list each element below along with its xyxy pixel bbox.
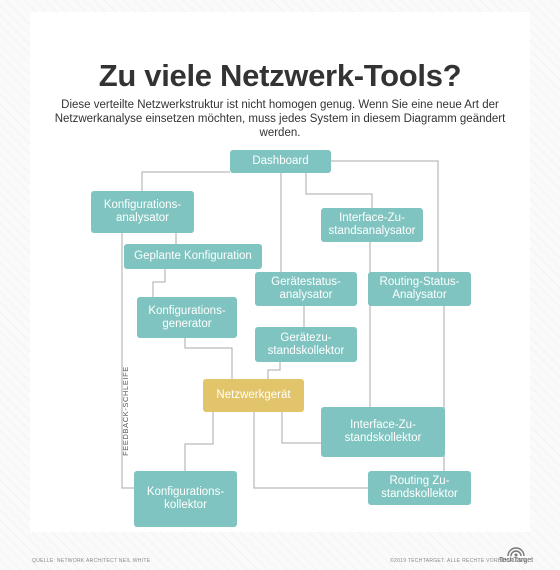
logo-wordmark: TechTarget (498, 557, 534, 564)
edge-dashboard-routing-analysator (331, 160, 439, 272)
edge-dashboard-konfig-analysator (141, 171, 230, 191)
techtarget-logo-icon (507, 547, 525, 557)
edge-netzwerkgeraet-konfig-kollektor (184, 412, 214, 471)
feedback-loop-label: FEEDBACK-SCHLEIFE (121, 366, 130, 456)
node-netzwerkgeraet: Netzwerkgerät (203, 379, 304, 412)
node-geraetezustandskollektor: Gerätezu- standskollektor (255, 327, 357, 362)
page-subtitle: Diese verteilte Netzwerkstruktur ist nic… (54, 99, 506, 139)
copyright-note: ©2019 TECHTARGET. ALLE RECHTE VORBEHALTE… (390, 558, 528, 564)
edge-dashboard-interface-analysator (305, 173, 373, 208)
node-interface-zustandsanalysator: Interface-Zu- standsanalysator (321, 208, 423, 242)
node-interface-zustandskollektor: Interface-Zu- standskollektor (321, 407, 445, 457)
node-routing-zustandskollektor: Routing Zu- standskollektor (368, 471, 471, 505)
techtarget-logo: TechTarget (496, 544, 536, 566)
node-dashboard: Dashboard (230, 150, 331, 173)
page-title: Zu viele Netzwerk-Tools? (98, 58, 462, 93)
node-geraetestatusanalysator: Gerätestatus- analysator (255, 272, 357, 306)
edge-geraetekollektor-netzwerkgeraet (267, 362, 281, 379)
edge-netzwerkgeraet-routing-kollektor (253, 412, 368, 489)
edge-generator-netzwerkgeraet (184, 338, 233, 379)
edge-netzwerkgeraet-interface-kollektor (281, 412, 321, 444)
source-note: QUELLE: NETWORK ARCHITECT NEIL WHITE (32, 558, 151, 564)
node-konfigurationsgenerator: Konfigurations- generator (137, 297, 237, 338)
node-konfigurationskollektor: Konfigurations- kollektor (134, 471, 237, 527)
edge-geplante-generator (152, 269, 166, 297)
node-routing-status-analysator: Routing-Status- Analysator (368, 272, 471, 306)
node-geplante-konfiguration: Geplante Konfiguration (124, 244, 262, 269)
node-konfigurationsanalysator: Konfigurations- analysator (91, 191, 194, 233)
